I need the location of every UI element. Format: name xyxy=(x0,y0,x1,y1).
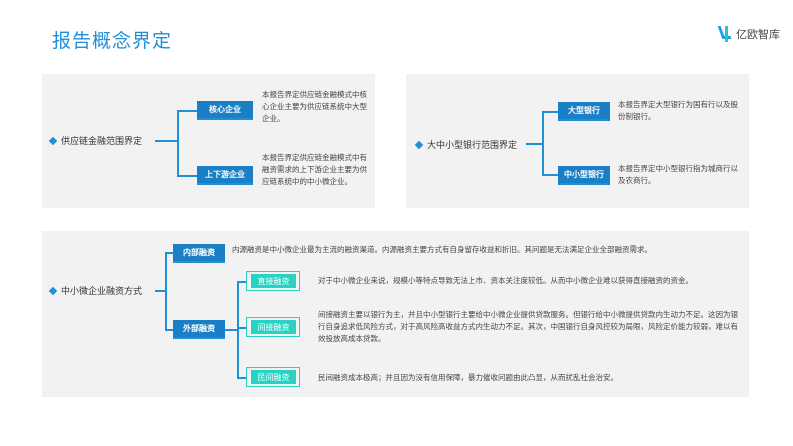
tag-direct-financing: 直接融资 xyxy=(251,274,296,288)
brand-logo: 亿欧智库 xyxy=(720,24,780,44)
connector xyxy=(237,281,246,283)
tag-underline xyxy=(197,118,253,120)
tag-internal-financing: 内部融资 xyxy=(173,244,225,261)
desc-core-enterprise: 本报告界定供应链金融模式中核心企业主要为供应链系统中大型企业。 xyxy=(262,90,367,123)
page-title: 报告概念界定 xyxy=(52,30,173,52)
connector xyxy=(526,143,542,145)
connector xyxy=(237,281,239,378)
tag-indirect-financing: 间接融资 xyxy=(251,320,296,334)
connector xyxy=(177,110,179,176)
desc-private-financing: 民间融资成本极高；并且因为没有信用保障，暴力催收问题由此凸显，从而扰乱社会治安。 xyxy=(318,373,618,382)
connector xyxy=(165,329,173,331)
connector xyxy=(177,175,197,177)
panel-heading: 供应链金融范围界定 xyxy=(48,134,143,147)
tag-up-down-enterprise: 上下游企业 xyxy=(197,166,253,183)
connector xyxy=(165,252,173,254)
tag-underline xyxy=(173,261,225,263)
tag-underline xyxy=(173,337,225,339)
connector xyxy=(542,111,544,175)
tag-private-financing: 民间融资 xyxy=(251,370,296,384)
desc-small-medium-bank: 本报告界定中小型银行指为城商行以及农商行。 xyxy=(618,164,738,185)
panel-supply-chain: 供应链金融范围界定 核心企业 上下游企业 本报告界定供应链金融模式中核心企业主要… xyxy=(42,74,375,208)
logo-text: 亿欧智库 xyxy=(736,28,780,41)
tag-external-financing: 外部融资 xyxy=(173,320,225,337)
panel-heading: 大中小型银行范围界定 xyxy=(414,138,518,151)
tag-large-bank: 大型银行 xyxy=(558,102,610,119)
panel-heading: 中小微企业融资方式 xyxy=(48,284,143,297)
connector xyxy=(225,329,237,331)
connector xyxy=(542,111,558,113)
desc-up-down-enterprise: 本报告界定供应链金融模式中有融资需求的上下游企业主要为供应链系统中的中小微企业。 xyxy=(262,153,367,186)
desc-internal-financing: 内源融资是中小微企业最为主流的融资渠道。内源融资主要方式有自身留存收益和折旧。其… xyxy=(232,245,652,254)
connector xyxy=(155,290,165,292)
teal-frame xyxy=(246,367,300,387)
tag-underline xyxy=(558,183,610,185)
teal-frame xyxy=(246,271,300,291)
diamond-icon xyxy=(48,136,58,145)
tag-small-medium-bank: 中小型银行 xyxy=(558,166,610,183)
desc-direct-financing: 对于中小微企业来说，规模小等特点导致无法上市、资本关注度较低。从而中小微企业难以… xyxy=(318,276,693,285)
diamond-icon xyxy=(48,286,58,295)
panel-heading-text: 中小微企业融资方式 xyxy=(61,287,143,297)
connector xyxy=(177,110,197,112)
panel-heading-text: 大中小型银行范围界定 xyxy=(427,141,518,151)
teal-frame xyxy=(246,317,300,337)
tag-underline xyxy=(558,119,610,121)
panel-bank-scope: 大中小型银行范围界定 大型银行 中小型银行 本报告界定大型银行为国有行以及股份制… xyxy=(406,74,749,208)
panel-heading-text: 供应链金融范围界定 xyxy=(61,137,143,147)
connector xyxy=(165,252,167,330)
desc-large-bank: 本报告界定大型银行为国有行以及股份制银行。 xyxy=(618,100,738,121)
desc-indirect-financing: 间接融资主要以银行为主，并且中小型银行主要给中小微企业提供贷款服务。但银行给中小… xyxy=(318,310,738,343)
connector xyxy=(237,327,246,329)
connector xyxy=(542,174,558,176)
tag-core-enterprise: 核心企业 xyxy=(197,101,253,118)
panel-financing-methods: 中小微企业融资方式 内部融资 外部融资 内源融资是中小微企业最为主流的融资渠道。… xyxy=(42,231,749,397)
connector xyxy=(155,140,177,142)
yiou-logo-icon xyxy=(720,26,732,42)
connector xyxy=(237,377,246,379)
tag-underline xyxy=(197,183,253,185)
diamond-icon xyxy=(414,140,424,149)
